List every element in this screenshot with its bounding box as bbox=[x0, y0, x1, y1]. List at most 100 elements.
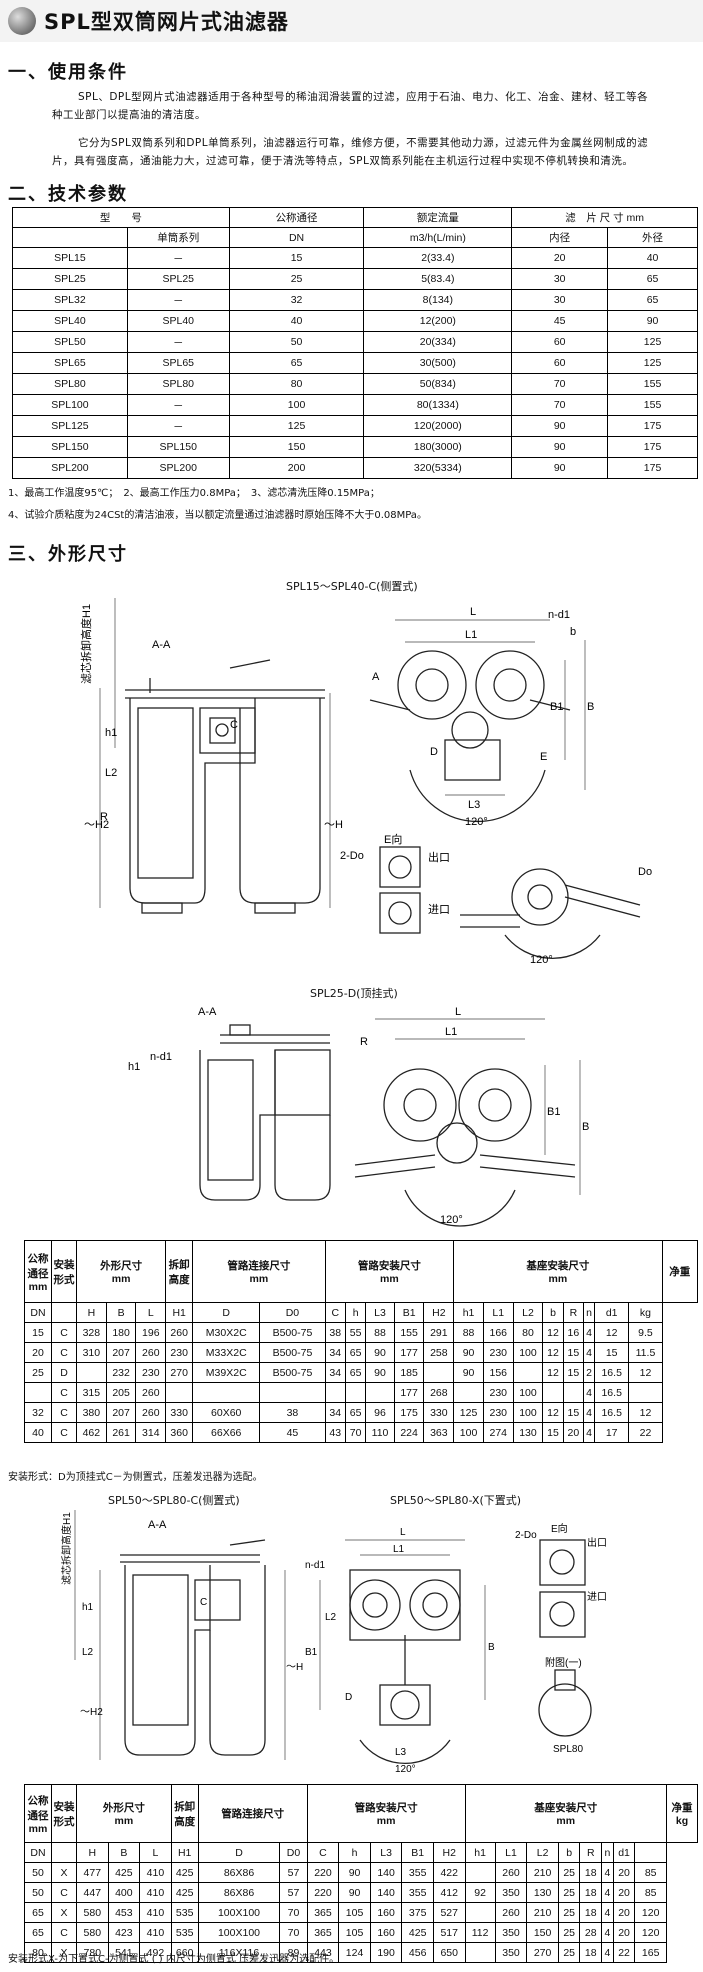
header-outer: 外径 bbox=[607, 227, 698, 248]
params-cell: 20 bbox=[511, 247, 609, 269]
drawing1-top-view: L L1 n-d1 b B B1 A D L3 E 120° bbox=[369, 606, 594, 828]
t3-subheader-cell: n bbox=[601, 1842, 614, 1863]
t2-cell: 177 bbox=[393, 1342, 425, 1363]
t2-cell: 90 bbox=[453, 1362, 484, 1383]
t3-cell: 220 bbox=[306, 1862, 340, 1883]
t2-cell: 230 bbox=[135, 1362, 167, 1383]
t3-cell: 100X100 bbox=[197, 1902, 281, 1923]
t3-cell: 85 bbox=[634, 1862, 667, 1883]
params-cell: 100 bbox=[228, 394, 365, 416]
t2-cell: 207 bbox=[105, 1342, 137, 1363]
label-aa-3: A-A bbox=[148, 1519, 167, 1531]
t3-cell: 116X116 bbox=[197, 1942, 281, 1963]
t2-cell: 15 bbox=[562, 1342, 585, 1363]
t3-cell: 355 bbox=[401, 1862, 434, 1883]
t2-cell: 270 bbox=[165, 1362, 194, 1383]
label-e-dir-4: E向 bbox=[551, 1522, 568, 1535]
t2-cell: 12 bbox=[542, 1322, 564, 1343]
t2-cell: 230 bbox=[482, 1382, 514, 1403]
t3-cell: 28 bbox=[579, 1922, 603, 1943]
t2-cell: 230 bbox=[482, 1342, 514, 1363]
t3-cell: 70 bbox=[279, 1902, 308, 1923]
label-l1-1: L1 bbox=[465, 629, 477, 641]
t2-cell: 16.5 bbox=[593, 1362, 630, 1383]
t3-cell: 4 bbox=[601, 1882, 614, 1903]
t3-cell: 92 bbox=[464, 1882, 496, 1903]
t3-subheader-cell: H1 bbox=[170, 1842, 199, 1863]
t3-cell: 220 bbox=[306, 1882, 340, 1903]
t3-cell: 210 bbox=[526, 1862, 559, 1883]
label-b-1: b bbox=[570, 626, 576, 638]
label-nd1-4: n-d1 bbox=[305, 1560, 325, 1571]
label-l3-1: L3 bbox=[468, 799, 480, 811]
params-cell: 320(5334) bbox=[363, 457, 513, 479]
t3-cell: 18 bbox=[579, 1902, 603, 1923]
params-cell: 175 bbox=[607, 457, 698, 479]
params-cell: SPL65 bbox=[126, 352, 230, 374]
t3-cell: 25 bbox=[557, 1882, 581, 1903]
drawing1-title: SPL15～SPL40-C(侧置式) bbox=[286, 580, 418, 593]
params-note-2: 4、试验介质粘度为24CSt的清洁油液，当以额定流量通过油滤器时原始压降不大于0… bbox=[8, 510, 427, 521]
label-angle-2: 120° bbox=[440, 1214, 463, 1226]
t2-h-base-unit: mm bbox=[548, 1273, 568, 1285]
label-c-3: C bbox=[200, 1597, 207, 1608]
params-cell: 70 bbox=[511, 373, 609, 395]
t2-subheader-cell: H bbox=[76, 1302, 107, 1323]
t2-cell: 328 bbox=[76, 1322, 107, 1343]
label-d-1: D bbox=[430, 746, 438, 758]
label-l2-3: L2 bbox=[82, 1647, 94, 1658]
t2-cell: 65 bbox=[344, 1402, 367, 1423]
t3-h-pipe: 管路连接尺寸 bbox=[197, 1784, 308, 1843]
params-cell: SPL200 bbox=[12, 457, 128, 479]
t2-cell: 22 bbox=[628, 1422, 663, 1443]
params-cell: 50 bbox=[228, 331, 365, 353]
t2-h-pipe-inst-text: 管路安装尺寸 bbox=[357, 1260, 421, 1272]
t2-cell: 16.5 bbox=[593, 1382, 630, 1403]
drawing4-e-view: E向 2-Do 出口 进口 附图(一) SPL80 bbox=[515, 1522, 607, 1755]
t2-cell: 38 bbox=[259, 1402, 326, 1423]
t2-subheader-cell: L2 bbox=[512, 1302, 544, 1323]
t3-cell: 140 bbox=[369, 1862, 403, 1883]
t2-cell: 291 bbox=[423, 1322, 455, 1343]
t3-cell: 25 bbox=[557, 1902, 581, 1923]
t2-cell: 4 bbox=[583, 1322, 595, 1343]
t2-cell: 12 bbox=[628, 1402, 663, 1423]
t2-cell: 90 bbox=[453, 1342, 484, 1363]
params-cell: － bbox=[126, 247, 230, 269]
t2-cell: 230 bbox=[165, 1342, 194, 1363]
header-inner: 内径 bbox=[511, 227, 609, 248]
t3-h-weight: 净重kg bbox=[666, 1784, 698, 1843]
t2-h-pipe-unit: mm bbox=[249, 1273, 269, 1285]
t2-cell bbox=[192, 1382, 261, 1403]
params-cell: 65 bbox=[607, 289, 698, 311]
drawing2-title: SPL25-D(顶挂式) bbox=[310, 987, 398, 1000]
params-cell: 150 bbox=[228, 436, 365, 458]
t2-cell: 96 bbox=[365, 1402, 395, 1423]
params-cell: SPL100 bbox=[12, 394, 128, 416]
t2-cell: B500-75 bbox=[259, 1362, 326, 1383]
drawing1-e-view: E向 2-Do 出口 进口 Do 120° bbox=[340, 832, 652, 966]
params-cell: － bbox=[126, 394, 230, 416]
t2-cell: 196 bbox=[135, 1322, 167, 1343]
params-cell: 50(834) bbox=[363, 373, 513, 395]
t2-cell: 45 bbox=[259, 1422, 326, 1443]
t3-cell: 422 bbox=[432, 1862, 466, 1883]
t3-cell: 425 bbox=[401, 1922, 434, 1943]
label-outlet-1: 出口 bbox=[428, 850, 450, 864]
params-note-1: 1、最高工作温度95℃； 2、最高工作压力0.8MPa； 3、滤芯清洗压降0.1… bbox=[8, 488, 380, 499]
t2-subheader-cell: C bbox=[324, 1302, 346, 1323]
t3-cell: X bbox=[51, 1902, 77, 1923]
t2-h-outer-unit: mm bbox=[111, 1273, 131, 1285]
t3-cell: 90 bbox=[338, 1882, 371, 1903]
t2-cell: 88 bbox=[365, 1322, 395, 1343]
params-cell: 20(334) bbox=[363, 331, 513, 353]
t2-cell bbox=[512, 1362, 544, 1383]
t3-cell: 477 bbox=[76, 1862, 109, 1883]
label-h1-1: h1 bbox=[105, 727, 117, 739]
t2-cell bbox=[628, 1382, 663, 1403]
